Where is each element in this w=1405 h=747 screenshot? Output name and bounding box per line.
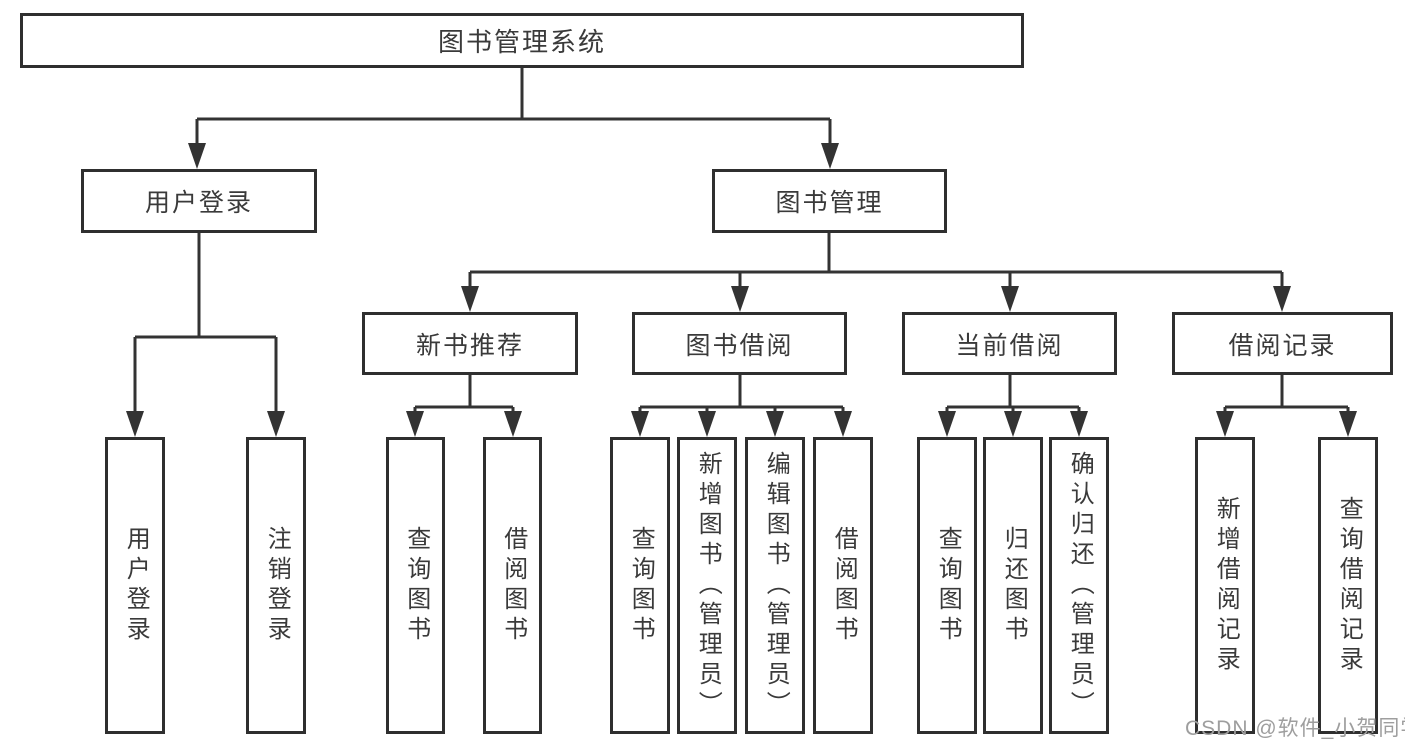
arrowhead-icon [731, 286, 749, 312]
node-borrowing-records: 借阅记录 [1172, 312, 1393, 375]
node-new-book-recommend: 新书推荐 [362, 312, 578, 375]
arrowhead-icon [698, 411, 716, 437]
connector-current-borrowing-to-leaves [938, 375, 1088, 437]
arrowhead-icon [766, 411, 784, 437]
arrowhead-icon [631, 411, 649, 437]
node-current-borrowing: 当前借阅 [902, 312, 1117, 375]
leaf-borrow-books-recommend: 借阅图书 [483, 437, 542, 734]
leaf-return-books: 归还图书 [983, 437, 1043, 734]
leaf-add-books-admin: 新增图书（管理员） [677, 437, 737, 734]
node-root: 图书管理系统 [20, 13, 1024, 68]
connector-user-login-to-leaves [126, 233, 285, 437]
arrowhead-icon [1070, 411, 1088, 437]
arrowhead-icon [1339, 411, 1357, 437]
leaf-query-borrow-record: 查询借阅记录 [1318, 437, 1378, 734]
arrowhead-icon [1273, 286, 1291, 312]
leaf-query-books-recommend: 查询图书 [386, 437, 445, 734]
arrowhead-icon [461, 286, 479, 312]
arrowhead-icon [1001, 286, 1019, 312]
node-book-management: 图书管理 [712, 169, 947, 233]
arrowhead-icon [821, 143, 839, 169]
connector-new-books-to-leaves [406, 375, 522, 437]
leaf-logout: 注销登录 [246, 437, 306, 734]
leaf-edit-books-admin: 编辑图书（管理员） [745, 437, 805, 734]
arrowhead-icon [406, 411, 424, 437]
leaf-user-login: 用户登录 [105, 437, 165, 734]
leaf-confirm-return-admin: 确认归还（管理员） [1049, 437, 1109, 734]
leaf-add-borrow-record: 新增借阅记录 [1195, 437, 1255, 734]
watermark: CSDN @软件_小贺同学 [1185, 717, 1405, 740]
connector-book-mgmt-to-groups [461, 232, 1291, 312]
arrowhead-icon [267, 411, 285, 437]
arrowhead-icon [938, 411, 956, 437]
connector-book-borrowing-to-leaves [631, 375, 852, 437]
leaf-query-books-borrowing: 查询图书 [610, 437, 670, 734]
connector-root-to-level2 [188, 68, 839, 169]
arrowhead-icon [834, 411, 852, 437]
arrowhead-icon [1004, 411, 1022, 437]
arrowhead-icon [126, 411, 144, 437]
arrowhead-icon [1216, 411, 1234, 437]
leaf-borrow-books-borrowing: 借阅图书 [813, 437, 873, 734]
arrowhead-icon [504, 411, 522, 437]
arrowhead-icon [188, 143, 206, 169]
leaf-query-books-current: 查询图书 [917, 437, 977, 734]
node-user-login: 用户登录 [81, 169, 317, 233]
node-book-borrowing: 图书借阅 [632, 312, 847, 375]
connector-borrowing-records-to-leaves [1216, 375, 1357, 437]
